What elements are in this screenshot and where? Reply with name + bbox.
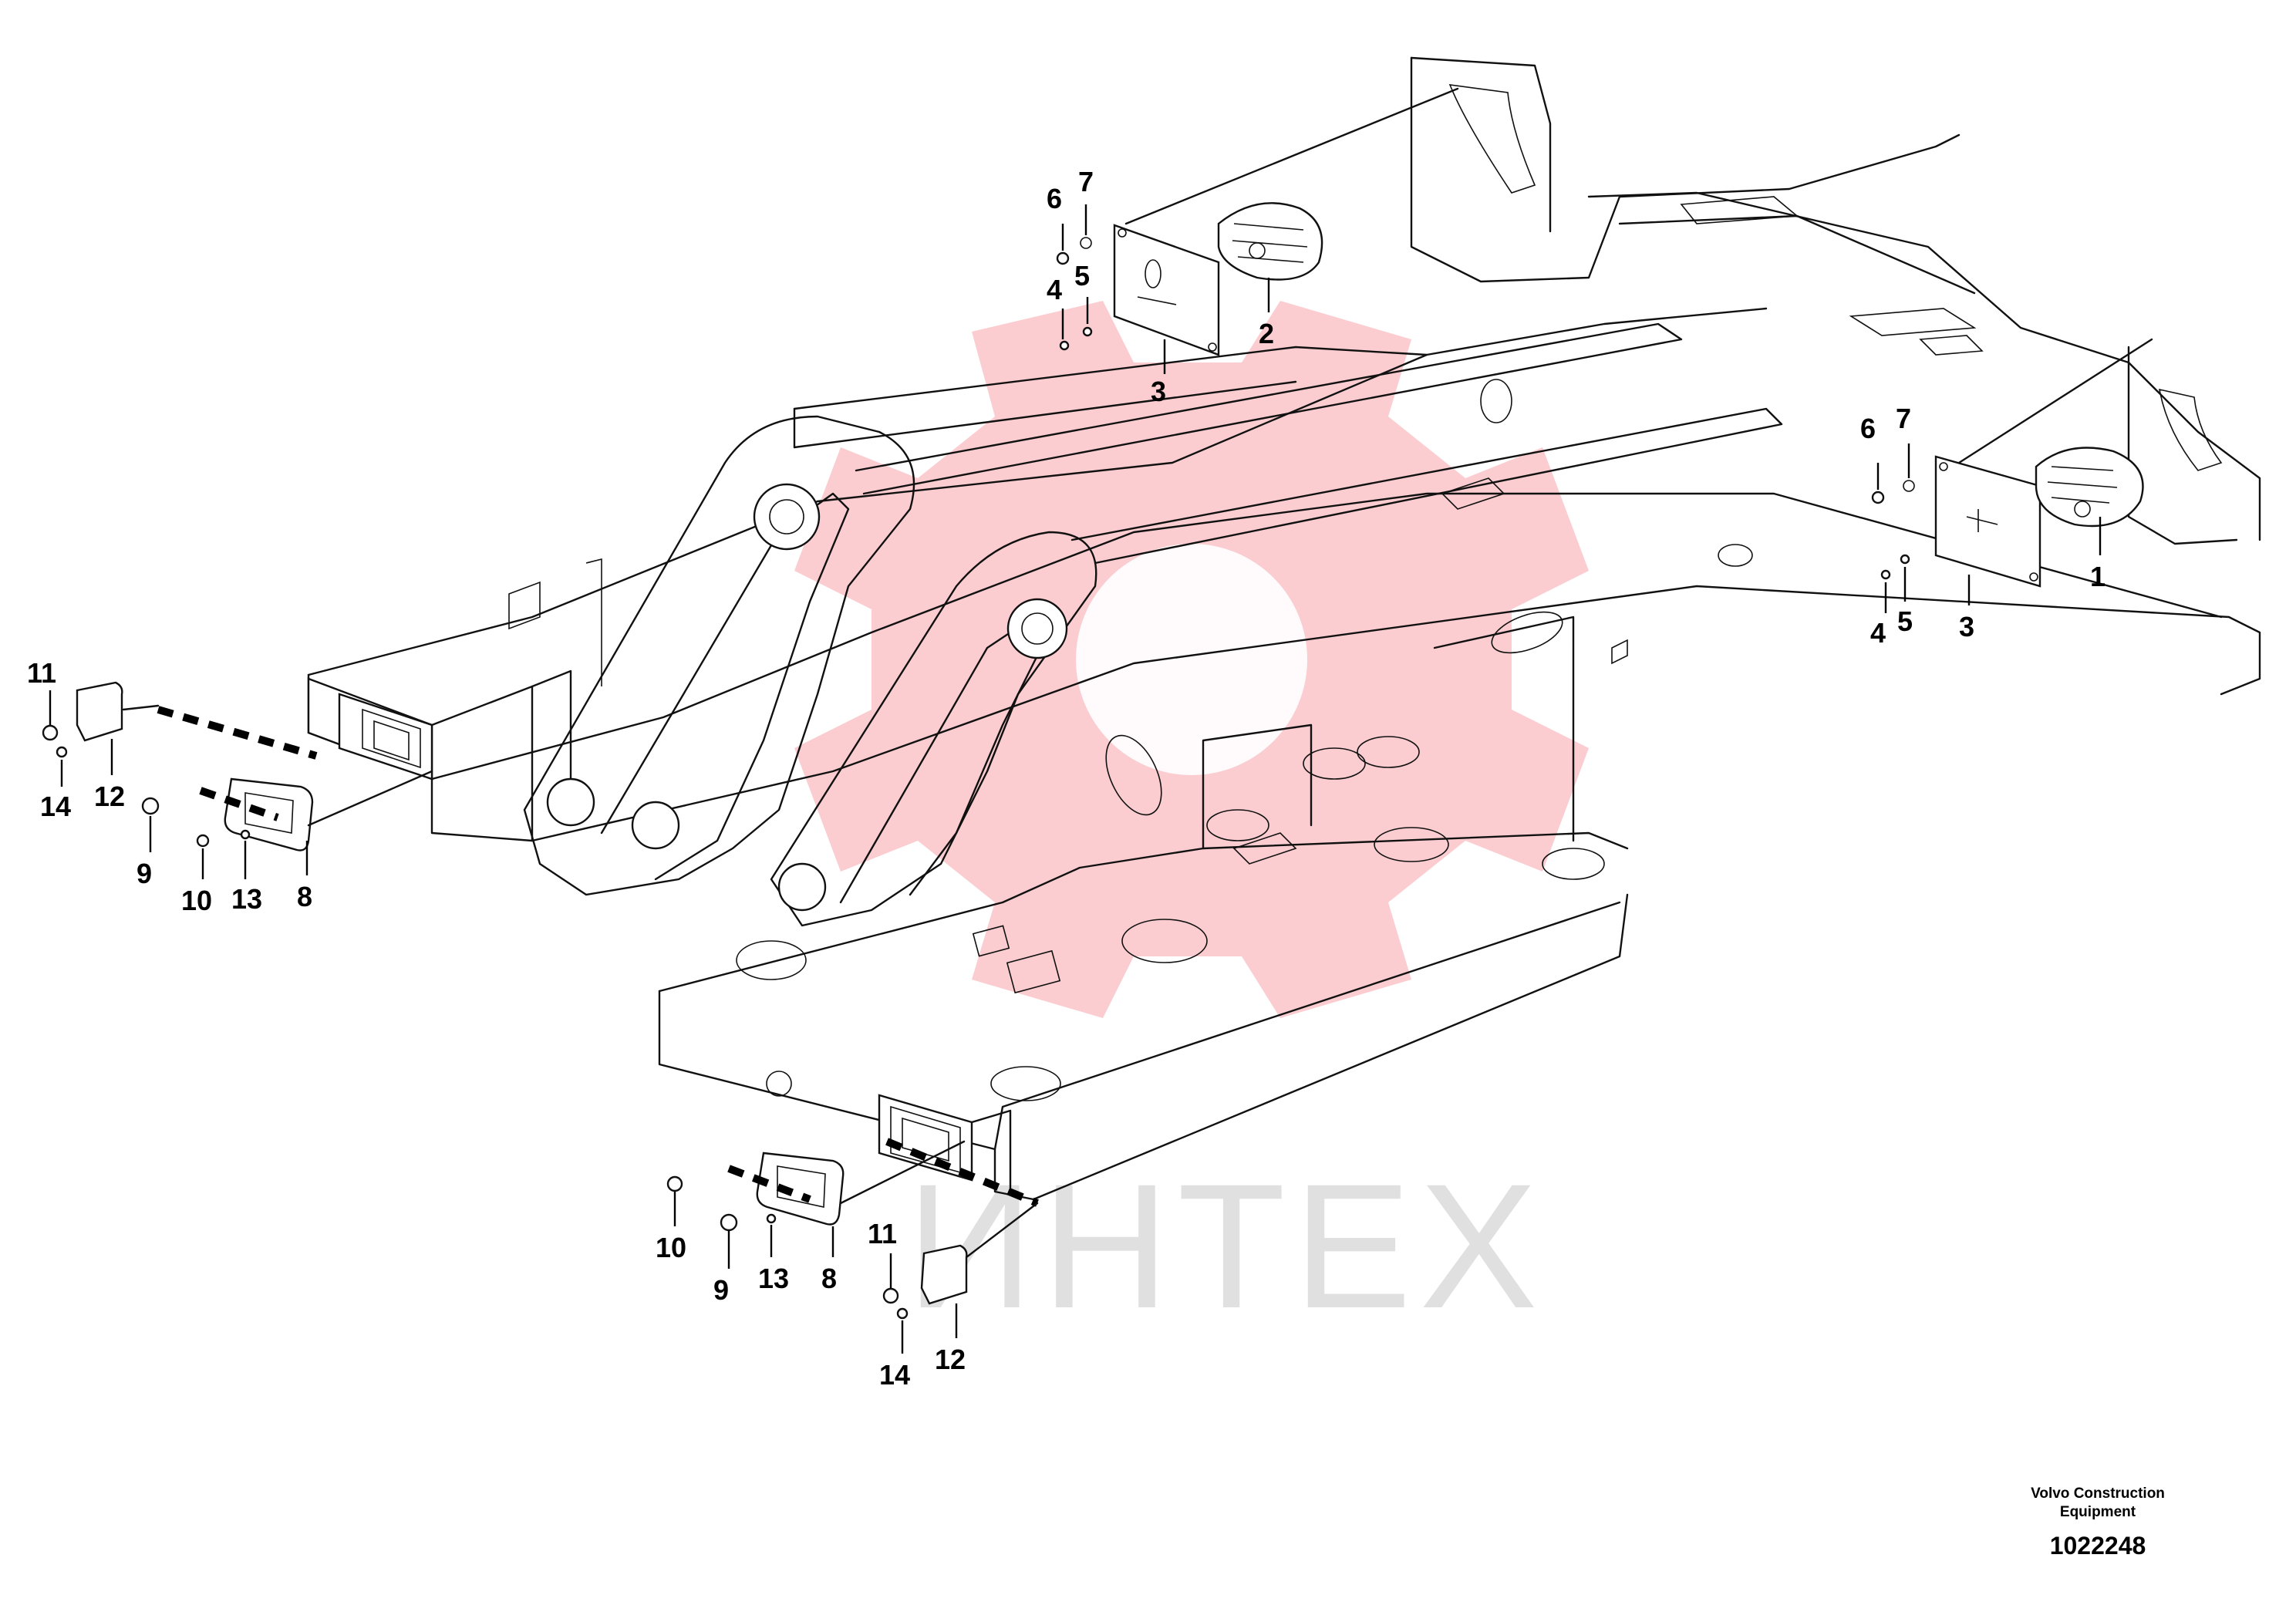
maker-line-2: Equipment (2060, 1504, 2136, 1520)
callout-11: 11 (27, 657, 56, 689)
upper-frame (1410, 56, 2261, 545)
callout-7: 7 (1078, 166, 1094, 197)
callout-3: 3 (1959, 611, 1974, 642)
callout-12: 12 (94, 781, 125, 812)
callout-14: 14 (879, 1359, 910, 1391)
leader-lines (49, 204, 2102, 1354)
boom-bracket (523, 322, 1783, 927)
callout-2: 2 (1259, 318, 1274, 349)
callout-5: 5 (1897, 605, 1913, 637)
main-frame (307, 307, 2261, 1201)
callout-10: 10 (656, 1232, 686, 1263)
upper-lamp-assembly (1056, 87, 1459, 356)
callout-9: 9 (137, 858, 152, 889)
callout-13: 13 (231, 883, 262, 915)
bottom-front-lamp-group (666, 1138, 1039, 1320)
watermark-text: ИНТЕХ (906, 1147, 1546, 1345)
callout-8: 8 (821, 1263, 837, 1294)
maker-line-1: Volvo Construction (2031, 1485, 2165, 1502)
callout-12: 12 (935, 1344, 966, 1375)
callout-4: 4 (1870, 617, 1886, 649)
drawing-number: 1022248 (2050, 1532, 2146, 1560)
callout-labels: 6 7 4 5 3 2 6 7 1 4 5 3 11 12 14 9 10 13… (27, 166, 2106, 1391)
callout-6: 6 (1860, 413, 1876, 444)
callout-9: 9 (713, 1274, 729, 1306)
callout-14: 14 (40, 791, 71, 822)
callout-11: 11 (868, 1218, 897, 1249)
callout-3: 3 (1151, 376, 1166, 407)
callout-13: 13 (758, 1263, 789, 1294)
callout-4: 4 (1047, 274, 1062, 305)
callout-1: 1 (2090, 561, 2106, 592)
callout-7: 7 (1896, 403, 1911, 434)
left-front-lamp-group (42, 681, 433, 851)
callout-6: 6 (1047, 183, 1062, 214)
callout-10: 10 (181, 885, 212, 916)
callout-8: 8 (297, 881, 312, 912)
right-lamp-assembly (1871, 338, 2153, 588)
callout-5: 5 (1074, 260, 1090, 292)
title-block: Volvo Construction Equipment 1022248 (2031, 1485, 2165, 1560)
